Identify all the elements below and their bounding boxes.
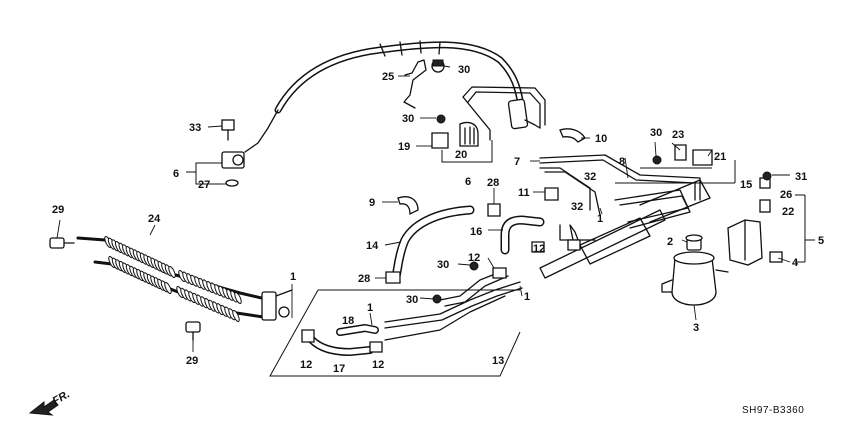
callout-11: 11 — [518, 187, 530, 199]
callout-5: 5 — [818, 235, 824, 247]
hose-union-fitting[interactable] — [221, 151, 245, 187]
bracket-6-top — [441, 140, 493, 163]
callout-3: 3 — [693, 322, 699, 334]
callout-25: 25 — [382, 71, 394, 83]
callout-30-a: 30 — [458, 64, 470, 76]
callout-31: 31 — [795, 171, 807, 183]
callout-1-a: 1 — [290, 271, 296, 283]
callout-labels: 33 6 27 25 30 30 19 20 6 10 7 8 30 23 21… — [52, 64, 824, 375]
callout-16: 16 — [470, 226, 482, 238]
callout-21: 21 — [714, 151, 726, 163]
cooler-fin — [234, 291, 242, 305]
callout-13: 13 — [492, 355, 504, 367]
cooler-coil-upper-right — [178, 269, 242, 305]
reservoir-bracket[interactable] — [727, 171, 783, 266]
callout-12-d: 12 — [372, 359, 384, 371]
callout-28-b: 28 — [358, 273, 370, 285]
clip-28-lower[interactable] — [385, 271, 401, 284]
callout-9: 9 — [369, 197, 375, 209]
callout-6-left: 6 — [173, 168, 179, 180]
callout-12-b: 12 — [468, 252, 480, 264]
bolt-33[interactable] — [221, 119, 235, 141]
callout-30-b: 30 — [402, 113, 414, 125]
cooler-fin — [164, 281, 172, 295]
pipe-bundle-7-8-15[interactable] — [539, 154, 701, 241]
callout-22: 22 — [782, 206, 794, 218]
callout-6-top: 6 — [465, 176, 471, 188]
callout-30-d: 30 — [437, 259, 449, 271]
callout-14: 14 — [366, 240, 379, 252]
callout-12-a: 12 — [533, 243, 545, 255]
bolt-29-upper[interactable] — [49, 237, 75, 249]
callout-1-c: 1 — [524, 291, 530, 303]
callout-2: 2 — [667, 236, 673, 248]
callout-18: 18 — [342, 315, 354, 327]
clamp-group-top[interactable] — [431, 114, 479, 149]
cooler-fin — [168, 265, 176, 279]
callout-30-e: 30 — [406, 294, 418, 306]
callout-7: 7 — [514, 156, 520, 168]
clamp-9[interactable] — [397, 196, 419, 216]
callout-24: 24 — [148, 213, 161, 225]
clip-28-upper[interactable] — [487, 203, 501, 217]
callout-17: 17 — [333, 363, 345, 375]
clamp-10[interactable] — [559, 128, 586, 143]
steering-oil-cooler[interactable] — [76, 235, 293, 323]
callout-15: 15 — [740, 179, 752, 191]
clips-12[interactable] — [301, 239, 581, 353]
front-direction-indicator: FR. — [28, 388, 72, 416]
clamp-group-right[interactable] — [652, 144, 713, 166]
callout-26: 26 — [780, 189, 792, 201]
front-label: FR. — [51, 388, 72, 407]
bracket-15 — [615, 160, 736, 184]
callout-10: 10 — [595, 133, 607, 145]
callout-12-c: 12 — [300, 359, 312, 371]
cooler-coil-lower-right — [176, 285, 240, 323]
hose-16[interactable] — [500, 215, 545, 255]
callout-30-c: 30 — [650, 127, 662, 139]
callout-19: 19 — [398, 141, 410, 153]
clamp-11[interactable] — [544, 187, 559, 201]
fluid-reservoir[interactable] — [661, 234, 729, 306]
callout-20: 20 — [455, 149, 467, 161]
pipe-bracket-25[interactable] — [403, 59, 445, 109]
high-pressure-hose[interactable] — [244, 40, 541, 153]
callout-29-lower: 29 — [186, 355, 198, 367]
cooler-fin — [232, 309, 240, 323]
callout-27: 27 — [198, 179, 210, 191]
assembly-box-13 — [269, 289, 521, 377]
return-hose-14[interactable] — [391, 205, 475, 281]
callout-1-b: 1 — [367, 302, 373, 314]
callout-1-d: 1 — [597, 213, 603, 225]
callout-32-a: 32 — [584, 171, 596, 183]
leader-lines — [56, 65, 791, 352]
callout-23: 23 — [672, 129, 684, 141]
bolt-29-lower[interactable] — [185, 321, 201, 341]
callout-29-upper: 29 — [52, 204, 64, 216]
callout-8: 8 — [619, 156, 625, 168]
bracket-5 — [795, 194, 815, 263]
diagram-code: SH97-B3360 — [742, 405, 804, 416]
hose-17-18[interactable] — [308, 324, 379, 356]
cooler-coil-lower-left — [108, 255, 172, 295]
callout-32-b: 32 — [571, 201, 583, 213]
cooler-coil-upper-left — [104, 235, 176, 279]
callout-33: 33 — [189, 122, 201, 134]
pressure-pipe-top[interactable] — [462, 86, 546, 141]
callout-4: 4 — [792, 257, 799, 269]
callout-28-a: 28 — [487, 177, 499, 189]
